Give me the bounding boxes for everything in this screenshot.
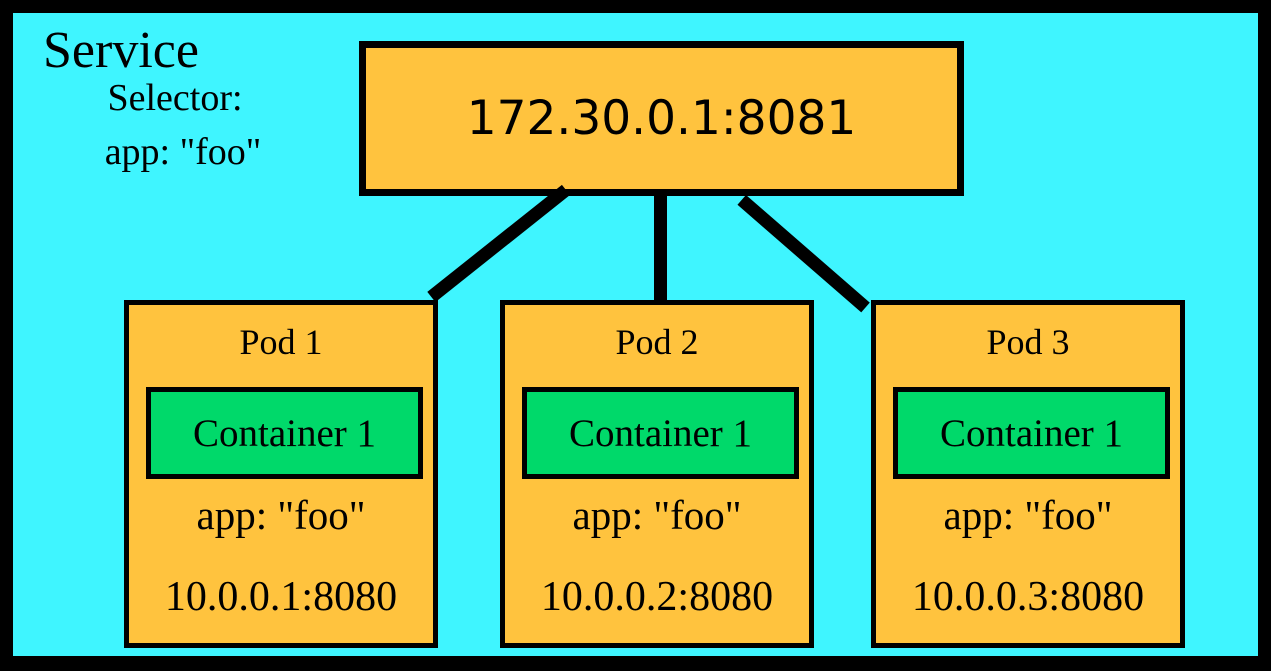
- edge-service-to-pod-2: [654, 195, 667, 303]
- pod-title: Pod 1: [239, 322, 323, 362]
- container-label: Container 1: [939, 411, 1124, 455]
- service-endpoint-box[interactable]: 172.30.0.1:8081: [359, 41, 964, 196]
- pod-box-1[interactable]: Pod 1 Container 1 app: "foo" 10.0.0.1:80…: [124, 300, 438, 648]
- container-label: Container 1: [568, 411, 753, 455]
- edge-service-to-pod-3: [737, 195, 870, 313]
- container-box[interactable]: Container 1: [146, 387, 423, 479]
- container-box[interactable]: Container 1: [522, 387, 799, 479]
- edge-service-to-pod-1: [427, 184, 570, 303]
- pod-title: Pod 2: [615, 322, 699, 362]
- pod-endpoint: 10.0.0.3:8080: [911, 574, 1145, 620]
- pod-label: app: "foo": [943, 492, 1113, 538]
- service-endpoint-text: 172.30.0.1:8081: [466, 91, 857, 146]
- pod-label: app: "foo": [196, 492, 366, 538]
- pod-endpoint: 10.0.0.1:8080: [164, 574, 398, 620]
- pod-label: app: "foo": [572, 492, 742, 538]
- pod-box-3[interactable]: Pod 3 Container 1 app: "foo" 10.0.0.3:80…: [871, 300, 1185, 648]
- service-selector-value: app: "foo": [104, 131, 262, 173]
- container-label: Container 1: [192, 411, 377, 455]
- pod-endpoint: 10.0.0.2:8080: [540, 574, 774, 620]
- service-boundary: Service Selector: app: "foo" 172.30.0.1:…: [13, 13, 1258, 656]
- pod-title: Pod 3: [986, 322, 1070, 362]
- container-box[interactable]: Container 1: [893, 387, 1170, 479]
- service-label-group: Service Selector: app: "foo": [35, 22, 355, 173]
- service-title: Service: [43, 22, 199, 79]
- service-selector-label: Selector:: [107, 77, 243, 119]
- pod-box-2[interactable]: Pod 2 Container 1 app: "foo" 10.0.0.2:80…: [500, 300, 814, 648]
